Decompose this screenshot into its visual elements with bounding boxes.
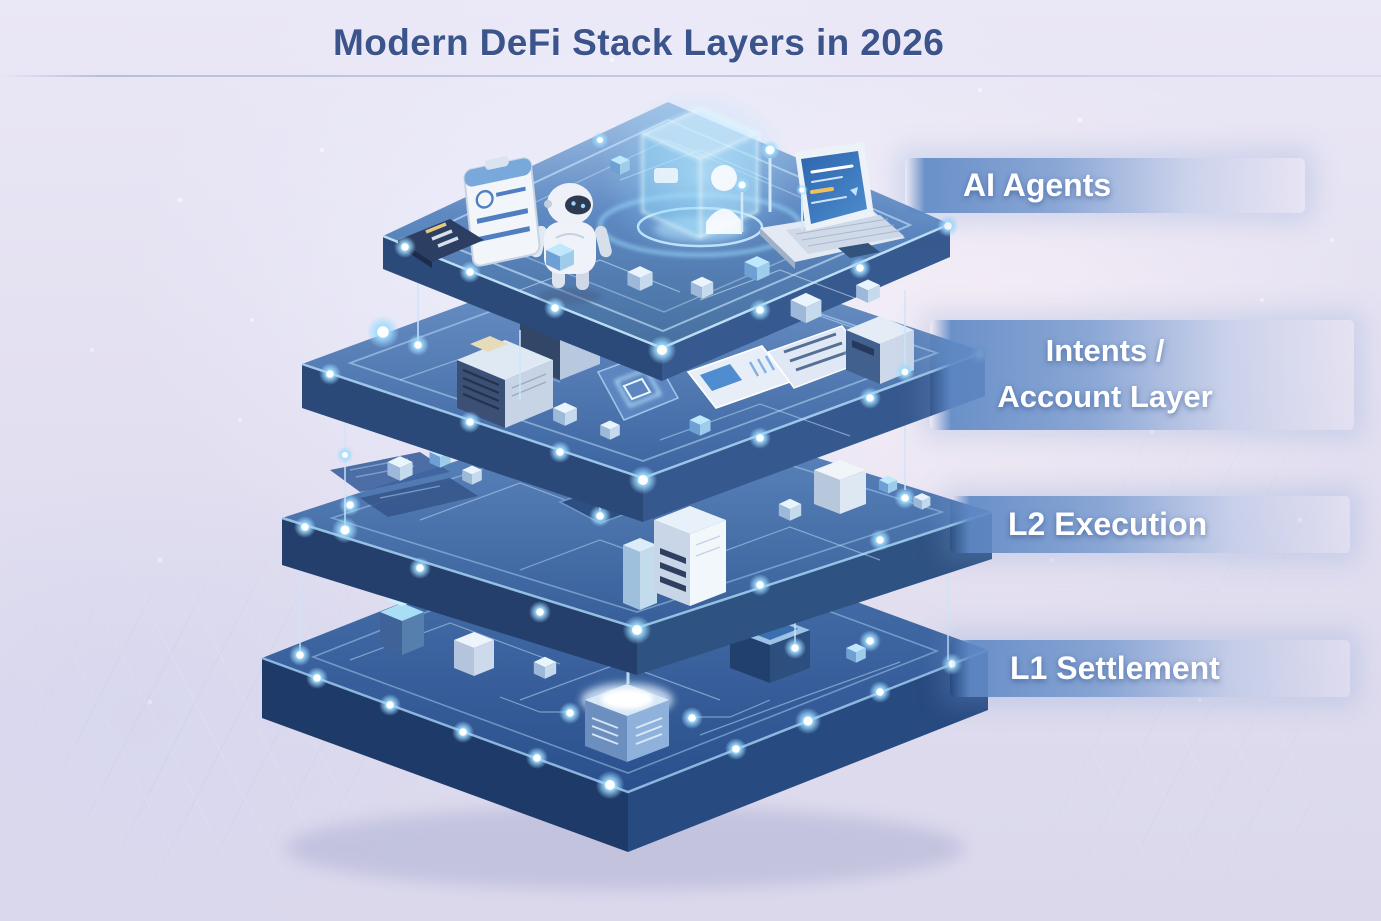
server-cabinet-icon — [654, 506, 726, 606]
page-title: Modern DeFi Stack Layers in 2026 — [333, 22, 945, 63]
column-box-icon — [623, 538, 657, 610]
small-cabinet-icon — [454, 632, 494, 676]
label-l1-settlement: L1 Settlement — [950, 640, 1350, 697]
layer-label-line2: Account Layer — [997, 379, 1213, 414]
white-box-icon — [814, 460, 866, 514]
label-intents-account-layer: Intents / Account Layer — [930, 320, 1354, 430]
vault-box-icon — [581, 600, 673, 762]
chat-bubble-icon — [654, 168, 678, 183]
platform-ai-agents — [382, 87, 959, 381]
label-ai-agents: AI Agents — [905, 158, 1305, 213]
robot-icon — [530, 183, 612, 304]
laptop-icon — [760, 142, 905, 269]
layer-label: L1 Settlement — [1010, 650, 1220, 686]
antenna-icon — [734, 140, 808, 232]
clipboard-icon — [463, 156, 541, 267]
layer-label: L2 Execution — [1008, 506, 1208, 542]
layer-label-line1: Intents / — [1045, 333, 1165, 368]
person-silhouette-icon — [706, 165, 742, 234]
layer-label: AI Agents — [963, 167, 1112, 203]
title-underline — [0, 75, 1381, 77]
label-l2-execution: L2 Execution — [950, 496, 1350, 553]
hologram-cube-icon — [600, 87, 796, 263]
